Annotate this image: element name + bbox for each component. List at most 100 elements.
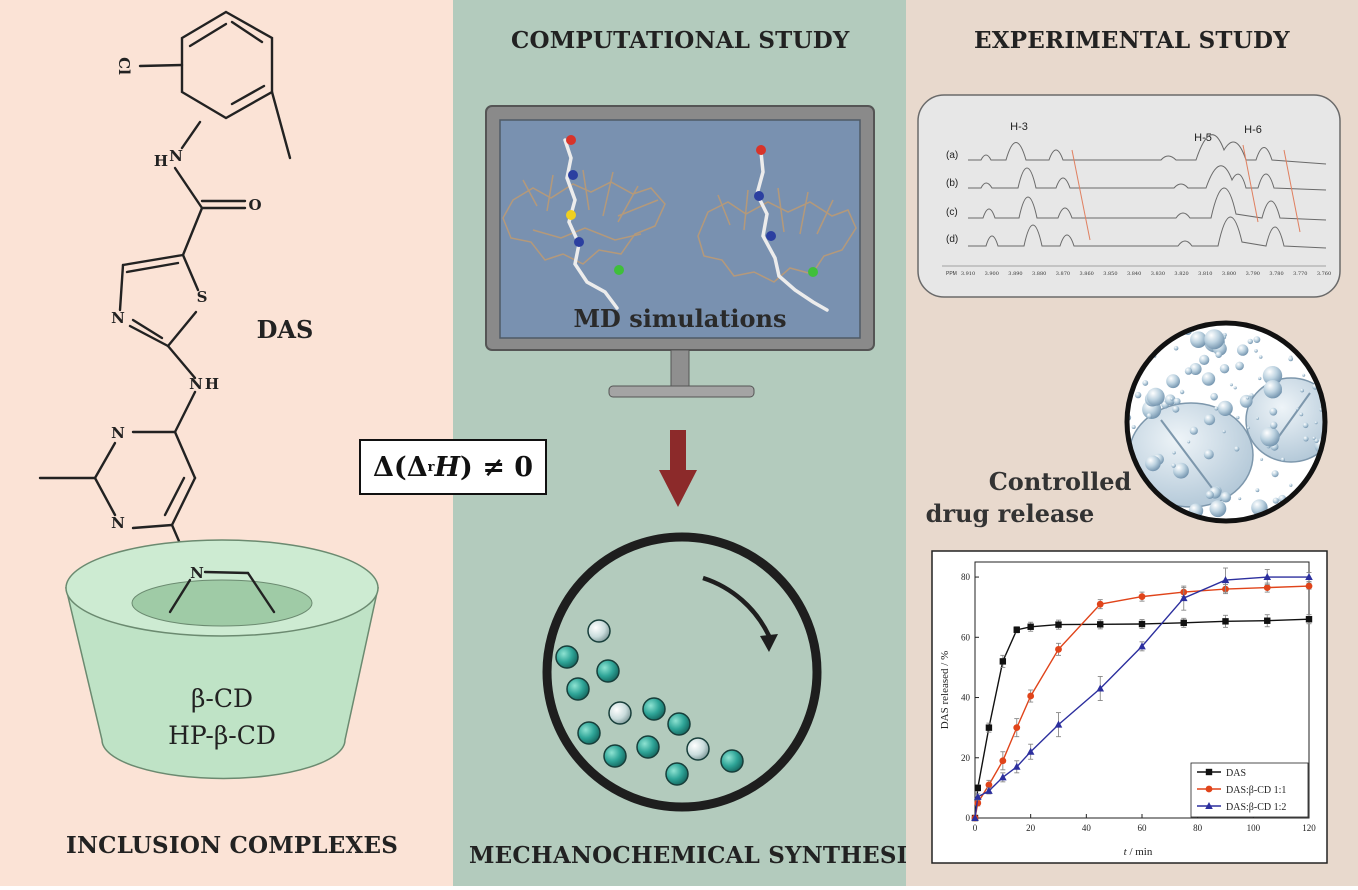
chart-x-tick-label: 40 (1082, 823, 1092, 833)
bubble (1303, 436, 1309, 442)
legend-marker (1205, 768, 1213, 776)
bubble (1233, 386, 1237, 390)
bubble (1272, 497, 1279, 504)
bubble (1246, 396, 1250, 400)
data-point (999, 773, 1007, 781)
data-point (1013, 626, 1020, 633)
nmr-peak-h3: H-3 (1010, 121, 1028, 133)
chart-x-label-text: / min (1127, 846, 1153, 858)
nmr-trace-c: (c) (946, 207, 958, 218)
bubble (1258, 355, 1263, 359)
nmr-ppm-tick: 3.910 (961, 271, 975, 277)
bubble (1255, 488, 1260, 493)
bubble (1222, 430, 1226, 434)
bubble (1271, 470, 1279, 478)
chart-x-label: t / min (1124, 846, 1153, 858)
bubble (1172, 451, 1176, 455)
bubble (1128, 493, 1148, 514)
bubble (1309, 493, 1324, 510)
data-point (1305, 573, 1313, 581)
bubble (1187, 440, 1191, 444)
data-point (1013, 724, 1021, 732)
atom-n-piperazine: N (190, 564, 204, 582)
bubble (1235, 361, 1244, 371)
data-point (1012, 762, 1021, 770)
bubble (1210, 392, 1218, 401)
bubble (1249, 393, 1254, 398)
legend-label: DAS:β-CD 1:2 (1226, 802, 1286, 813)
chart-x-tick-label: 0 (973, 823, 978, 833)
bubble (1173, 462, 1189, 479)
nmr-trace-d: (d) (946, 234, 958, 245)
bubble (1173, 345, 1179, 351)
bubble (1237, 344, 1249, 356)
nmr-shift-arrows (1071, 144, 1301, 241)
delta-italic: H (434, 451, 461, 483)
bubble (1302, 373, 1306, 377)
host-label-bcd: β-CD (191, 684, 253, 713)
chart-x-tick-label: 20 (1026, 823, 1036, 833)
data-point (985, 786, 993, 794)
bubble (1239, 394, 1253, 408)
bubble (1142, 336, 1146, 340)
nmr-ppm-tick: 3.890 (1008, 271, 1022, 277)
data-point (1222, 618, 1229, 625)
host-label-hpbcd: HP-β-CD (168, 721, 276, 750)
chart-x-tick-label: 60 (1138, 823, 1148, 833)
atom-n-amide: N (169, 147, 183, 165)
bubble (1201, 372, 1216, 386)
monitor-caption: MD simulations (573, 304, 786, 333)
atom-cl: Cl (115, 57, 133, 75)
bubble (1289, 483, 1293, 487)
bubble (1205, 490, 1214, 499)
bubble (1164, 394, 1176, 406)
md-complex-left-icon (502, 169, 666, 265)
legend-marker (1205, 785, 1213, 793)
atom-n-pyrimidine-2: N (111, 514, 125, 532)
data-point (1096, 600, 1104, 608)
data-point (1054, 720, 1063, 728)
data-point (999, 658, 1007, 665)
rotation-arrow-icon (702, 575, 772, 637)
nmr-ppm-tick: 3.830 (1151, 271, 1165, 277)
atom-n-thiazole: N (111, 309, 125, 327)
bubble (1179, 389, 1185, 395)
chart-y-tick-label: 80 (961, 572, 971, 582)
chart-y-tick-label: 40 (961, 693, 971, 703)
bubble (1204, 329, 1225, 350)
bubble (1302, 422, 1309, 429)
md-complex-right-icon (697, 187, 857, 283)
bubble (1153, 324, 1169, 334)
chart-x-tick-label: 120 (1302, 823, 1316, 833)
chart-y-label: DAS released / % (939, 651, 951, 730)
bubble (1166, 374, 1180, 389)
data-point (973, 792, 982, 800)
nmr-ppm-tick: 3.870 (1056, 271, 1070, 277)
series-3 (971, 567, 1313, 821)
nmr-ppm-tick: 3.850 (1103, 271, 1117, 277)
atom-n-amine: N (189, 375, 203, 393)
atom-h-amine: H (205, 375, 219, 393)
nmr-ppm-tick: 3.770 (1293, 271, 1307, 277)
bubble (1253, 336, 1261, 343)
bubble (1203, 449, 1214, 460)
atom-s: S (197, 288, 208, 306)
nmr-ppm-tick: 3.840 (1127, 271, 1141, 277)
release-label-line2: drug release (926, 499, 1095, 528)
chart-y-tick-label: 20 (961, 753, 971, 763)
bubble (1184, 367, 1193, 375)
data-point (999, 757, 1007, 765)
das-structure-diagram: Cl H N O S N N H N N DAS N β-CD HP-β-CD (38, 10, 379, 780)
data-point (1027, 623, 1034, 630)
bubble (1140, 325, 1148, 333)
data-point (1026, 747, 1035, 755)
panel-experimental: EXPERIMENTAL STUDY H-3 H-5 H-6 (a) (b) (… (906, 0, 1358, 886)
bubble (1260, 427, 1280, 447)
bubble (1131, 425, 1136, 429)
chart-y-tick-label: 0 (966, 813, 971, 823)
data-point (1305, 582, 1313, 590)
